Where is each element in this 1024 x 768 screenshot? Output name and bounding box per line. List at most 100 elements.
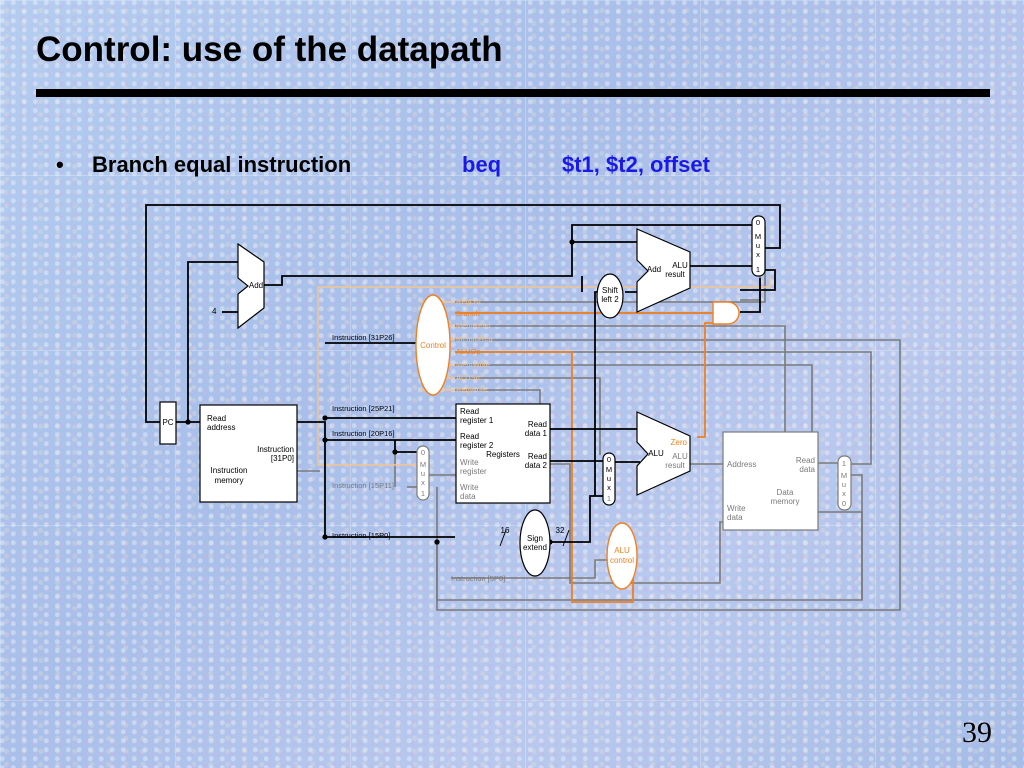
control-label: Control: [420, 341, 446, 350]
field-15-11: Instruction [15P11]: [332, 481, 394, 490]
main-alu: ALU Zero ALU result: [636, 411, 691, 496]
shift-label-1: Shift: [602, 286, 619, 295]
memtoreg-mux: 1 M u x 0: [837, 455, 852, 511]
pcmux-u: u: [756, 241, 760, 250]
dm-name-1: Data: [777, 488, 794, 497]
pcmux-m: M: [755, 232, 761, 241]
dm-read-data-2: data: [799, 465, 815, 474]
memtoreg-mux-top: 1: [842, 459, 846, 468]
reg-write-reg-1: Write: [460, 458, 479, 467]
reg-read-reg1-1: Read: [460, 407, 479, 416]
bullet-text: Branch equal instruction: [92, 152, 352, 177]
memtoreg-mux-x: x: [842, 489, 846, 498]
branch-add-label: Add: [647, 265, 661, 274]
alusrc-mux: 0 M u x 1: [602, 452, 616, 506]
alu-control: ALU control: [606, 522, 638, 590]
im-name-2: memory: [215, 476, 244, 485]
signal-memtoreg: MemtoReg: [456, 334, 493, 343]
page-number: 39: [962, 716, 992, 749]
pcmux-bottom: 1: [756, 265, 760, 274]
alu-control-1: ALU: [614, 546, 630, 555]
dm-write-data-2: data: [727, 513, 743, 522]
active-control-wires: [455, 312, 713, 603]
regdst-mux-top: 0: [421, 448, 425, 457]
instruction-operands: $t1, $t2, offset: [562, 152, 710, 177]
field-25-21: Instruction [25P21]: [332, 404, 395, 413]
alu-result-1: ALU: [672, 452, 688, 461]
pcmux-x: x: [756, 250, 760, 259]
registers-name: Registers: [486, 450, 520, 459]
pc-register: PC: [159, 401, 177, 445]
im-read-address-2: address: [207, 423, 235, 432]
field-20-16: Instruction [20P16]: [332, 429, 395, 438]
signal-memread: MemRead: [456, 321, 491, 330]
sign-extend-1: Sign: [527, 534, 543, 543]
im-name-1: Instruction: [211, 466, 248, 475]
pcmux-top: 0: [756, 218, 760, 227]
reg-read-data1-1: Read: [528, 420, 547, 429]
signal-memwrite: MemWrite: [456, 360, 490, 369]
bullet-symbol: •: [56, 152, 64, 177]
branch-result-label: result: [665, 270, 685, 279]
reg-read-data2-1: Read: [528, 452, 547, 461]
register-file: Read register 1 Read register 2 Write re…: [455, 403, 551, 504]
alu-zero-label: Zero: [671, 438, 688, 447]
data-memory: Address Read data Write data Data memory: [722, 431, 819, 531]
dm-address: Address: [727, 460, 756, 469]
bits-32: 32: [556, 526, 565, 535]
reg-read-reg1-2: register 1: [460, 416, 494, 425]
regdst-mux-m: M: [420, 460, 426, 469]
memtoreg-mux-bottom: 0: [842, 499, 846, 508]
pc-adder: Add 4: [212, 242, 265, 330]
branch-alu-label: ALU: [672, 261, 688, 270]
reg-read-reg2-1: Read: [460, 432, 479, 441]
alusrc-mux-x: x: [607, 483, 611, 492]
title-rule: [36, 89, 990, 97]
im-instruction-1: Instruction: [257, 445, 294, 454]
shift-label-2: left 2: [601, 295, 619, 304]
dm-name-2: memory: [771, 497, 800, 506]
pc-label: PC: [162, 418, 173, 427]
bits-16: 16: [501, 526, 510, 535]
constant-four: 4: [212, 307, 217, 316]
memtoreg-mux-u: u: [842, 480, 846, 489]
alu-result-2: result: [665, 461, 685, 470]
field-15-0: Instruction [15P0]: [332, 531, 390, 540]
field-31-26: Instruction [31P26]: [332, 333, 395, 342]
alusrc-mux-m: M: [606, 465, 612, 474]
regdst-mux: 0 M u x 1: [416, 445, 430, 501]
control-signal-labels: RegDst Branch MemRead MemtoReg ALUOp Mem…: [456, 297, 493, 394]
pc-source-mux: 0 M u x 1: [751, 215, 766, 277]
shift-left-2: Shift left 2: [596, 273, 624, 319]
signal-branch: Branch: [456, 309, 480, 318]
alusrc-mux-top: 0: [607, 455, 611, 464]
instruction-opcode: beq: [462, 152, 502, 177]
wire-junctions: [185, 239, 575, 545]
sign-extend: Sign extend 16 32: [499, 509, 570, 577]
reg-write-data-2: data: [460, 492, 476, 501]
signal-regdst: RegDst: [456, 297, 482, 306]
regdst-mux-u: u: [421, 469, 425, 478]
alu-control-2: control: [610, 556, 634, 565]
signal-regwrite: RegWrite: [456, 385, 487, 394]
pc-adder-label: Add: [249, 281, 263, 290]
reg-read-reg2-2: register 2: [460, 441, 494, 450]
reg-write-data-1: Write: [460, 483, 479, 492]
branch-and-gate: [712, 301, 740, 325]
slide-title: Control: use of the datapath: [36, 30, 503, 69]
sign-extend-2: extend: [523, 543, 547, 552]
signal-alusrc: ALUSrc: [456, 373, 482, 382]
memtoreg-mux-m: M: [841, 471, 847, 480]
reg-read-data1-2: data 1: [525, 429, 548, 438]
dm-read-data-1: Read: [796, 456, 815, 465]
reg-write-reg-2: register: [460, 467, 487, 476]
field-5-0: Instruction [5P0]: [451, 574, 505, 583]
im-read-address-1: Read: [207, 414, 226, 423]
regdst-mux-bottom: 1: [421, 489, 425, 498]
dm-write-data-1: Write: [727, 504, 746, 513]
im-instruction-2: [31P0]: [271, 454, 294, 463]
instruction-field-labels: Instruction [31P26] Instruction [25P21] …: [332, 333, 505, 583]
alusrc-mux-bottom: 1: [607, 494, 611, 503]
reg-read-data2-2: data 2: [525, 461, 548, 470]
